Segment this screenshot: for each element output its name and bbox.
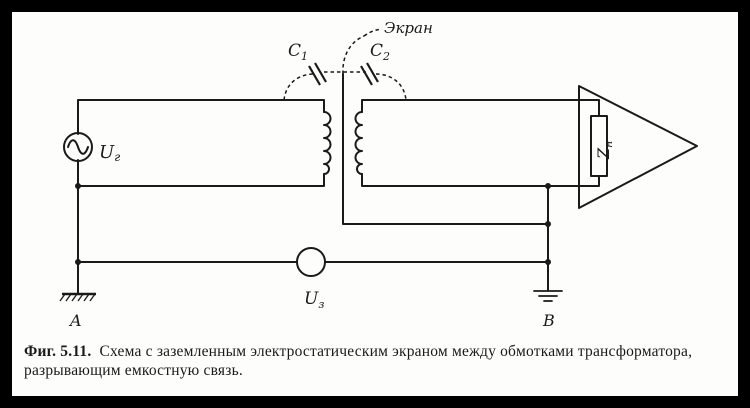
source-label: Uг <box>99 142 120 164</box>
figure: Экран C1 C2 Uг Zн Uз A B Фиг. 5.11.Схема… <box>12 12 738 396</box>
shield-line <box>342 73 549 225</box>
ground-bus-left <box>77 185 298 263</box>
source-bottom-wire <box>77 159 325 187</box>
ground-a-icon <box>59 292 96 302</box>
load-label: Zн <box>594 141 615 160</box>
ac-sine-icon <box>67 139 89 155</box>
source-subscript: г <box>114 150 120 164</box>
capacitance-path <box>283 71 407 101</box>
shield-label: Экран <box>384 19 433 37</box>
load-letter: Z <box>594 147 613 160</box>
c2-label: C2 <box>370 41 390 63</box>
meter-circle <box>296 247 326 277</box>
circuit-diagram: Экран C1 C2 Uг Zн Uз A B <box>59 19 698 330</box>
load-subscript: н <box>602 141 615 148</box>
node-a-label: A <box>68 311 82 330</box>
amplifier-triangle <box>578 85 698 209</box>
capacitor-c2 <box>360 62 379 86</box>
load-resistor <box>590 115 608 177</box>
c1-letter: C <box>288 41 301 61</box>
shield-callout-line <box>363 28 383 37</box>
c2-subscript: 2 <box>382 50 390 63</box>
figure-caption: Фиг. 5.11.Схема с заземленным электроста… <box>24 342 728 380</box>
source-generator <box>63 132 93 162</box>
junction-dots <box>75 183 551 265</box>
meter-letter: U <box>304 289 319 309</box>
secondary-winding <box>354 111 363 175</box>
ground-b-icon <box>533 290 563 302</box>
c1-subscript: 1 <box>301 50 308 63</box>
node-b-label: B <box>542 311 555 330</box>
shield-arc <box>342 35 365 75</box>
load-bottom-wire <box>361 173 600 187</box>
source-top-wire <box>77 99 325 135</box>
figure-number: Фиг. 5.11. <box>24 343 92 360</box>
load-top-wire <box>361 99 600 117</box>
source-letter: U <box>99 142 115 163</box>
caption-text: Схема с заземленным электростатическим э… <box>24 343 693 379</box>
c2-letter: C <box>370 41 383 61</box>
meter-subscript: з <box>318 298 324 311</box>
primary-winding <box>323 111 332 175</box>
meter-label: Uз <box>304 289 324 311</box>
c1-label: C1 <box>288 41 308 63</box>
capacitor-c1 <box>308 62 327 86</box>
